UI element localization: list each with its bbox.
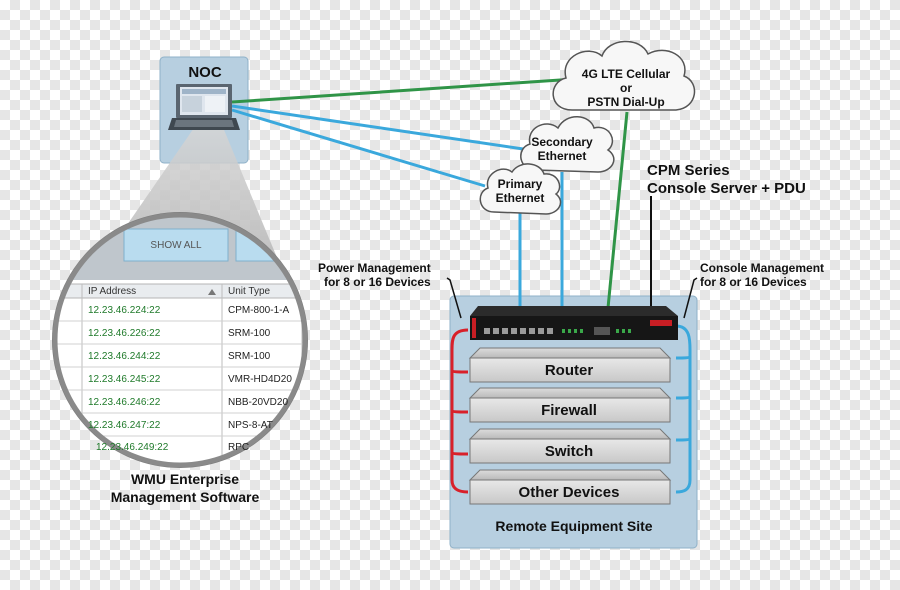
secondary-cloud-label: Secondary Ethernet — [522, 135, 602, 164]
table-row-unit: SRM-100 — [228, 351, 271, 362]
cellular-cloud-label: 4G LTE Cellular or PSTN Dial-Up — [566, 67, 686, 109]
firewall-shelf — [468, 387, 672, 423]
table-row-ip: 12.23.46.224:22 — [88, 305, 161, 316]
table-row-ip: 12.23.46.249:22 — [96, 442, 169, 453]
cpm-unit — [470, 306, 678, 340]
wmu-line-1: WMU Enterprise — [130, 471, 240, 487]
cellular-link — [231, 76, 591, 104]
wmu-line-2: Management Software — [110, 489, 260, 506]
noc-label: NOC — [188, 64, 222, 81]
other-devices-label: Other Devices — [518, 484, 620, 501]
router-shelf — [468, 347, 672, 383]
secondary-ethernet-link — [231, 104, 531, 152]
table-row-unit: VMR-HD4D20 — [228, 374, 292, 385]
table-row-ip: 12.23.46.247:22 — [88, 420, 161, 431]
table-row-ip: 12.23.46.226:22 — [88, 328, 161, 339]
cpm-label: CPM Series Console Server + PDU — [647, 162, 806, 197]
secondary-line-2: Ethernet — [537, 148, 587, 163]
table-row-unit: NBB-20VD20 — [228, 397, 289, 408]
laptop-icon — [168, 84, 240, 130]
cellular-line-3: PSTN Dial-Up — [587, 94, 665, 109]
cellular-line-2: or — [620, 80, 632, 95]
power-management-pointer — [446, 277, 462, 319]
power-management-line-1: Power Management — [318, 261, 431, 275]
console-management-pointer — [683, 277, 698, 319]
cpm-line-2: Console Server + PDU — [647, 179, 806, 197]
cellular-drop-link — [606, 111, 629, 309]
firewall-label: Firewall — [541, 402, 597, 419]
cellular-cloud-icon — [552, 40, 696, 111]
table-row-ip: 12.23.46.244:22 — [88, 351, 161, 362]
console-management-line-2: for 8 or 16 Devices — [700, 274, 807, 289]
cellular-line-1: 4G LTE Cellular — [581, 67, 671, 81]
console-management-line-1: Console Management — [700, 261, 825, 275]
show-all-button[interactable]: SHOW ALL — [150, 239, 202, 251]
cpm-line-1: CPM Series — [647, 162, 730, 179]
primary-cloud-icon — [479, 163, 562, 215]
other-devices-shelf — [468, 469, 672, 505]
table-row-ip: 12.23.46.246:22 — [88, 397, 161, 408]
power-management-line-2: for 8 or 16 Devices — [323, 274, 431, 289]
console-cables — [675, 324, 692, 494]
router-label: Router — [544, 362, 594, 379]
switch-shelf — [468, 428, 672, 464]
table-row-unit: RPC — [228, 442, 250, 453]
table-row-unit: NPS-8-AT — [228, 420, 273, 431]
secondary-line-1: Secondary — [531, 135, 593, 149]
primary-line-2: Ethernet — [495, 190, 545, 205]
table-row-ip: 12.23.46.245:22 — [88, 374, 161, 385]
column-header-unit-type[interactable]: Unit Type — [228, 286, 271, 297]
power-cables — [450, 328, 469, 494]
primary-line-1: Primary — [497, 177, 543, 191]
remote-site-label: Remote Equipment Site — [495, 518, 653, 534]
secondary-cloud-icon — [520, 116, 615, 173]
console-management-label: Console Management for 8 or 16 Devices — [700, 261, 825, 290]
wmu-label: WMU Enterprise Management Software — [75, 470, 295, 506]
table-row-unit: SRM-100 — [228, 328, 271, 339]
magnifier-lens — [52, 212, 308, 468]
switch-label: Switch — [544, 443, 594, 460]
primary-cloud-label: Primary Ethernet — [478, 177, 562, 206]
power-management-label: Power Management for 8 or 16 Devices — [318, 261, 431, 290]
primary-ethernet-link — [231, 108, 486, 188]
column-header-ip[interactable]: IP Address — [88, 286, 137, 297]
table-row-unit: CPM-800-1-A — [228, 305, 290, 316]
